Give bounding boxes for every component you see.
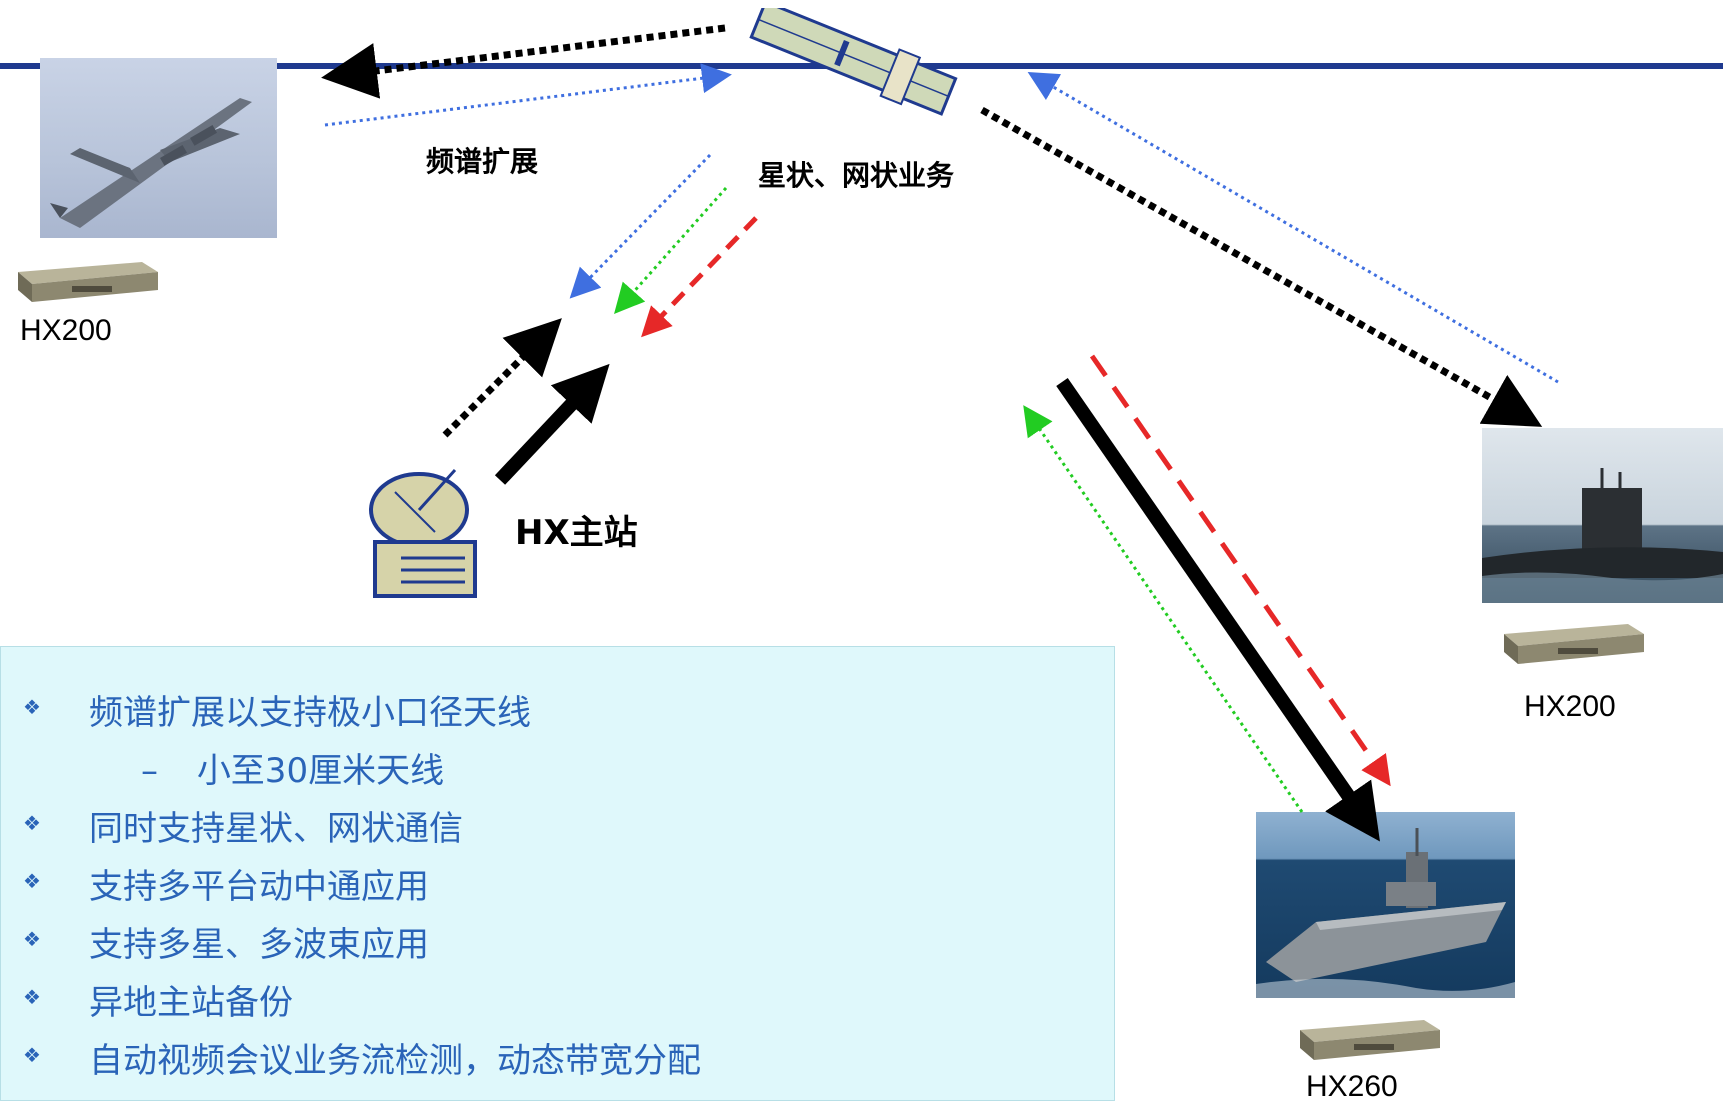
hub-label: HX主站 bbox=[515, 513, 638, 553]
modem-icon bbox=[1498, 620, 1646, 666]
feature-panel: ❖ 频谱扩展以支持极小口径天线 – 小至30厘米天线 ❖ 同时支持星状、网状通信… bbox=[0, 646, 1115, 1101]
link-warship-to-sat-green bbox=[1023, 405, 1304, 813]
link-sat-to-aircraft bbox=[321, 24, 726, 99]
modem-icon bbox=[12, 258, 160, 304]
aircraft-photo bbox=[40, 58, 277, 238]
link-sat-to-submarine bbox=[980, 106, 1543, 427]
modem-icon bbox=[1294, 1016, 1442, 1062]
feature-text: 频谱扩展以支持极小口径天线 bbox=[89, 693, 531, 733]
terminal-label-hx200-right: HX200 bbox=[1524, 690, 1616, 723]
submarine-photo bbox=[1482, 428, 1723, 603]
feature-subitem: – 小至30厘米天线 bbox=[141, 743, 444, 792]
sub-marker: – bbox=[141, 751, 158, 791]
feature-text: 同时支持星状、网状通信 bbox=[89, 809, 463, 849]
feature-text: 支持多平台动中通应用 bbox=[89, 867, 429, 907]
bullet-marker: ❖ bbox=[23, 927, 41, 951]
satellite-icon bbox=[740, 8, 980, 126]
link-sat-to-hub-green bbox=[614, 187, 728, 314]
star-mesh-label: 星状、网状业务 bbox=[758, 159, 955, 192]
aircraft-icon bbox=[50, 98, 252, 228]
feature-text: 自动视频会议业务流检测，动态带宽分配 bbox=[89, 1041, 701, 1081]
link-aircraft-to-sat bbox=[324, 63, 732, 127]
bullet-marker: ❖ bbox=[23, 869, 41, 893]
terminal-label-hx260: HX260 bbox=[1306, 1070, 1398, 1103]
bullet-marker: ❖ bbox=[23, 985, 41, 1009]
link-hub-to-sat-solid bbox=[494, 363, 610, 485]
dish-antenna-icon bbox=[365, 462, 483, 600]
terminal-label-hx200-left: HX200 bbox=[20, 314, 112, 347]
link-sat-to-hub-red bbox=[641, 216, 758, 338]
bullet-marker: ❖ bbox=[23, 1043, 41, 1067]
link-hub-to-sat-dotted bbox=[442, 318, 562, 438]
link-sat-to-warship-red bbox=[1089, 354, 1391, 787]
feature-subtext: 小至30厘米天线 bbox=[196, 751, 445, 791]
warship-photo bbox=[1256, 812, 1515, 998]
bullet-marker: ❖ bbox=[23, 695, 41, 719]
link-sat-to-hub-blue bbox=[569, 153, 712, 299]
link-submarine-to-sat bbox=[1027, 71, 1559, 384]
link-sat-to-warship-solid bbox=[1056, 378, 1380, 842]
feature-text: 异地主站备份 bbox=[89, 983, 293, 1023]
feature-text: 支持多星、多波束应用 bbox=[89, 925, 429, 965]
bullet-marker: ❖ bbox=[23, 811, 41, 835]
spectrum-label: 频谱扩展 bbox=[426, 145, 539, 178]
